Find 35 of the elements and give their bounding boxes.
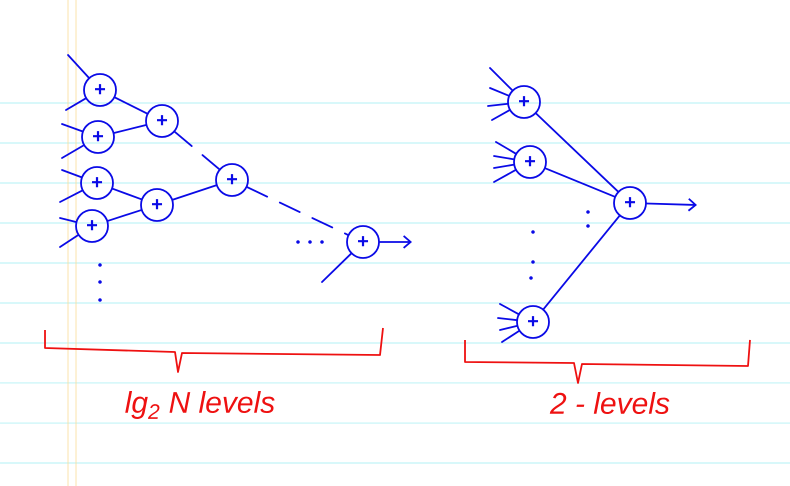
input-line [497,317,518,321]
input-line [489,87,510,96]
output-arrow [646,198,697,212]
connector-line [114,96,148,114]
connector-line [174,130,220,170]
connector-line [542,215,620,310]
input-line [499,303,520,315]
input-line [61,169,82,178]
input-line [493,155,514,160]
input-line [61,144,84,159]
level-label: 2 - levels [550,392,670,414]
input-line [501,330,520,343]
connector-line [246,186,349,236]
input-line [491,109,510,121]
input-line [65,98,86,111]
level-label: lg$_{2}$ N levels [125,391,275,419]
input-line [59,234,79,248]
connector-line [107,209,142,222]
input-line [487,102,508,107]
connector-line [112,188,142,200]
input-line [321,252,352,283]
connector-line [172,184,217,201]
input-line [495,141,516,154]
input-line [59,217,77,223]
input-line [59,190,83,203]
connector-line [535,112,619,192]
input-line [493,164,514,169]
connector-line [114,124,147,134]
input-line [493,169,516,183]
input-line [67,54,90,78]
input-line [61,123,84,132]
input-line [489,67,513,91]
output-arrow [379,235,412,249]
input-line [499,325,518,331]
connector-line [544,168,616,198]
